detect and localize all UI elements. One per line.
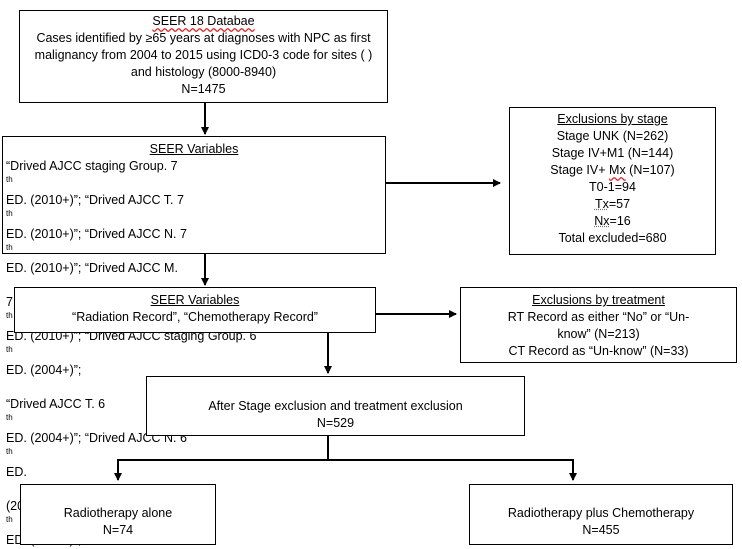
exclusion-item: T0-1=94	[589, 180, 636, 194]
after-exclusion-count: N=529	[316, 416, 355, 430]
exclusion-item: Stage IV+ Mx (N=107)	[550, 163, 675, 177]
radiotherapy-plus-chemo-label: Radiotherapy plus Chemotherapy	[507, 506, 695, 520]
exclusion-item: Stage IV+M1 (N=144)	[551, 146, 674, 160]
radiotherapy-alone-box: Radiotherapy alone N=74	[20, 484, 216, 545]
source-count: N=1475	[181, 82, 226, 96]
source-line: Cases identified by ≥65 years at diagnos…	[36, 31, 371, 45]
source-box: SEER 18 Databae Cases identified by ≥65 …	[19, 10, 388, 103]
exclusion-item: RT Record as either “No” or “Un-	[507, 310, 690, 324]
radiotherapy-alone-label: Radiotherapy alone	[63, 506, 173, 520]
exclusion-item: CT Record as “Un-know” (N=33)	[508, 344, 689, 358]
stage-variables-box: SEER Variables “Drived AJCC staging Grou…	[2, 136, 386, 547]
treatment-variables-box: SEER Variables “Radiation Record”, “Chem…	[14, 287, 376, 333]
exclusion-total: Total excluded=680	[558, 231, 667, 245]
after-exclusion-text: After Stage exclusion and treatment excl…	[208, 399, 463, 413]
radiotherapy-plus-chemo-count: N=455	[582, 523, 620, 537]
exclusion-item: Tx=57	[594, 197, 631, 211]
exclusion-item: Stage UNK (N=262)	[556, 129, 669, 143]
source-line: and histology (8000-8940)	[130, 65, 277, 79]
radiotherapy-plus-chemo-box: Radiotherapy plus Chemotherapy N=455	[469, 484, 733, 545]
source-title: SEER 18 Databae	[152, 14, 255, 28]
radiotherapy-alone-count: N=74	[102, 523, 134, 537]
treatment-exclusions-title: Exclusions by treatment	[532, 293, 665, 307]
after-exclusion-box: After Stage exclusion and treatment excl…	[146, 376, 525, 436]
treatment-variables-text: “Radiation Record”, “Chemotherapy Record…	[72, 310, 318, 324]
stage-exclusions-title: Exclusions by stage	[557, 112, 668, 126]
treatment-exclusions-box: Exclusions by treatment RT Record as eit…	[460, 287, 737, 363]
stage-variables-title: SEER Variables	[149, 142, 239, 156]
stage-exclusions-box: Exclusions by stage Stage UNK (N=262) St…	[509, 107, 716, 255]
exclusion-item: know” (N=213)	[557, 327, 640, 341]
exclusion-item: Nx=16	[594, 214, 631, 228]
treatment-variables-title: SEER Variables	[150, 293, 240, 307]
source-line: malignancy from 2004 to 2015 using ICD0-…	[34, 48, 373, 62]
